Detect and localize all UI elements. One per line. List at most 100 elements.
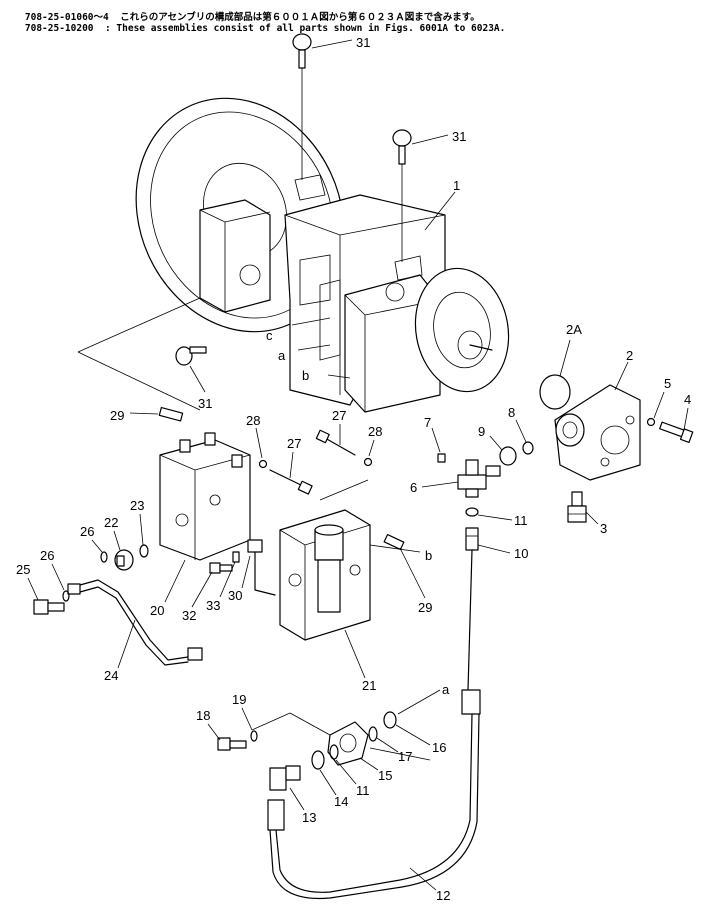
callout-32: 32 bbox=[182, 608, 196, 623]
washer-9 bbox=[499, 446, 517, 466]
leader-25 bbox=[27, 577, 39, 601]
svg-text:5: 5 bbox=[664, 376, 671, 391]
callout-2: 2 bbox=[614, 348, 633, 391]
callout-13: 13 bbox=[302, 810, 316, 825]
valve-block-21 bbox=[279, 509, 371, 641]
leader-line-b bbox=[369, 544, 421, 553]
washer-5 bbox=[646, 417, 656, 427]
callout-22: 22 bbox=[104, 515, 118, 530]
svg-text:31: 31 bbox=[198, 396, 212, 411]
callout-a-upper: a bbox=[278, 348, 286, 363]
callout-11-lower: 11 bbox=[356, 783, 370, 798]
svg-text:7: 7 bbox=[424, 415, 431, 430]
callout-28-left: 28 bbox=[246, 413, 263, 459]
valve-3 bbox=[567, 491, 587, 523]
bolt-4 bbox=[659, 421, 694, 444]
gear-pump-assembly bbox=[554, 384, 641, 481]
callout-4: 4 bbox=[683, 392, 691, 431]
leader-30 bbox=[241, 555, 251, 589]
callout-24: 24 bbox=[104, 668, 118, 683]
leader-16 bbox=[395, 724, 431, 746]
svg-text:31: 31 bbox=[452, 129, 466, 144]
callout-b-lower: b bbox=[425, 548, 432, 563]
leader-line-15 bbox=[289, 712, 331, 736]
svg-text:29: 29 bbox=[110, 408, 124, 423]
callout-27-left: 27 bbox=[287, 436, 301, 479]
leader-line-a bbox=[369, 747, 431, 761]
leader-23 bbox=[139, 513, 144, 546]
callout-18: 18 bbox=[196, 708, 210, 723]
callout-29-right: 29 bbox=[418, 600, 432, 615]
leader-26-upper bbox=[91, 539, 103, 553]
callout-14: 14 bbox=[334, 794, 348, 809]
pin-29-left bbox=[158, 406, 184, 422]
callout-b-upper: b bbox=[302, 368, 309, 383]
leader-32 bbox=[191, 571, 213, 608]
o-ring-26-lower bbox=[62, 590, 70, 602]
bolt-27-left bbox=[269, 469, 313, 495]
svg-text:2A: 2A bbox=[566, 322, 582, 337]
tube-24 bbox=[67, 579, 203, 666]
leader-17 bbox=[376, 737, 399, 753]
callout-26-lower: 26 bbox=[40, 548, 54, 563]
callout-25: 25 bbox=[16, 562, 30, 577]
leader-20 bbox=[164, 559, 186, 603]
svg-text:11: 11 bbox=[514, 513, 528, 528]
leader-33 bbox=[219, 561, 236, 598]
svg-text:4: 4 bbox=[684, 392, 691, 407]
washer-19 bbox=[250, 730, 258, 742]
svg-text:10: 10 bbox=[514, 546, 528, 561]
callout-29-left: 29 bbox=[110, 408, 159, 423]
svg-text:27: 27 bbox=[332, 408, 346, 423]
callout-33: 33 bbox=[206, 598, 220, 613]
leader-14 bbox=[319, 769, 337, 796]
leader-29-right bbox=[399, 547, 426, 599]
japanese-note: これらのアセンブリの構成部品は第６００１Ａ図から第６０２３Ａ図まで含みます。 bbox=[120, 12, 480, 23]
callout-31-top: 31 bbox=[311, 35, 370, 50]
svg-text:1: 1 bbox=[453, 178, 460, 193]
leader-line-27 bbox=[319, 479, 369, 501]
svg-text:9: 9 bbox=[478, 424, 485, 439]
o-ring-8 bbox=[522, 441, 534, 455]
o-ring-28-left bbox=[258, 459, 268, 469]
callout-27-right: 27 bbox=[332, 408, 346, 445]
eye-bolt-31-bottom bbox=[175, 346, 207, 366]
hose-12 bbox=[267, 549, 481, 900]
leader-line-18 bbox=[251, 712, 291, 731]
callout-20: 20 bbox=[150, 603, 164, 618]
leader-21 bbox=[344, 629, 366, 679]
callout-8: 8 bbox=[508, 405, 527, 443]
washer-33 bbox=[232, 551, 240, 563]
callout-30: 30 bbox=[228, 588, 242, 603]
english-note: : These assemblies consist of all parts … bbox=[104, 23, 506, 34]
bolt-25 bbox=[33, 599, 65, 615]
o-ring-28-right bbox=[363, 457, 373, 467]
eye-bolt-31-right bbox=[392, 129, 412, 262]
callout-c: c bbox=[266, 328, 273, 343]
part-number: 708-25-10200 bbox=[24, 23, 94, 34]
callout-3: 3 bbox=[585, 511, 607, 536]
callout-10: 10 bbox=[477, 544, 528, 561]
callout-a-lower: a bbox=[442, 682, 450, 697]
o-ring-11-upper bbox=[465, 507, 479, 517]
callout-28-right: 28 bbox=[368, 424, 382, 457]
callout-9: 9 bbox=[478, 424, 503, 451]
callout-19: 19 bbox=[232, 692, 246, 707]
bolt-18 bbox=[217, 737, 247, 751]
leader-24 bbox=[117, 619, 136, 669]
svg-text:2: 2 bbox=[626, 348, 633, 363]
o-ring-17 bbox=[368, 726, 378, 742]
callout-16: 16 bbox=[432, 740, 446, 755]
leader-13 bbox=[289, 787, 305, 811]
o-ring-11-lower bbox=[329, 744, 339, 760]
callout-31-bottom: 31 bbox=[189, 365, 212, 411]
leader-11-lower bbox=[335, 759, 357, 785]
main-pump-assembly bbox=[77, 97, 510, 413]
bolt-27-right bbox=[315, 429, 356, 456]
svg-text:27: 27 bbox=[287, 436, 301, 451]
pin-29-right bbox=[383, 533, 405, 551]
eye-bolt-31-top bbox=[292, 33, 312, 180]
svg-text:28: 28 bbox=[368, 424, 382, 439]
